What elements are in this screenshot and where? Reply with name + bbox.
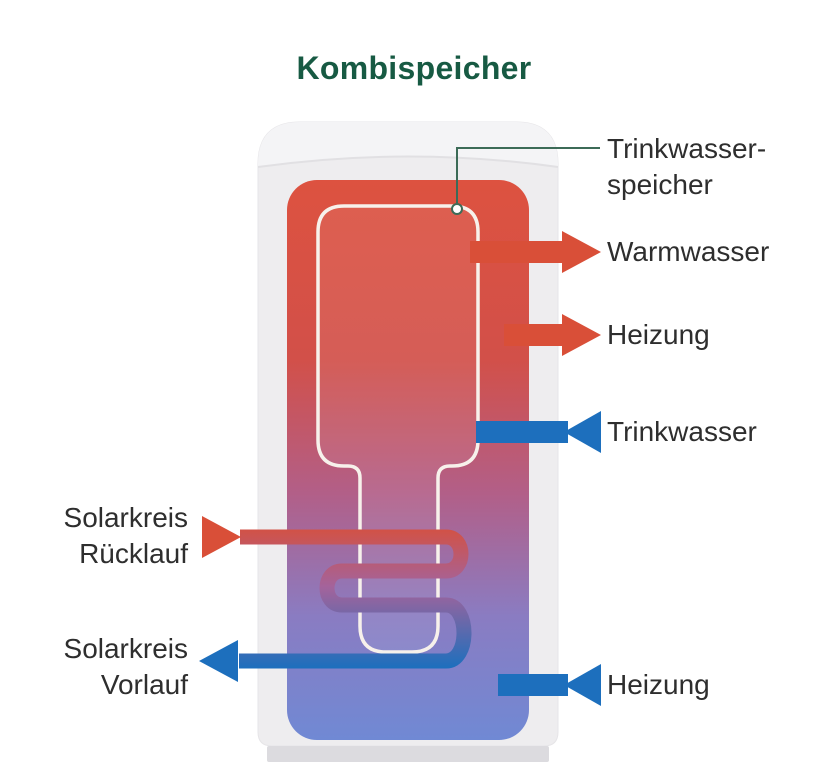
leader-line: [451, 147, 600, 215]
warmwasser-arrow: [470, 231, 601, 273]
label-warmwasser: Warmwasser: [607, 236, 770, 267]
label-solarkreis-ruecklauf: Solarkreis Rücklauf: [64, 500, 188, 572]
label-solarkreis-ruecklauf-line1: Solarkreis: [63, 502, 188, 533]
label-trinkwasser: Trinkwasser: [607, 416, 757, 447]
trinkwasser-arrow: [476, 411, 601, 453]
solar-coil-pipe: [239, 529, 472, 669]
tank-lid: [258, 122, 558, 167]
label-solarkreis-ruecklauf-line2: Rücklauf: [79, 538, 188, 569]
label-solarkreis-vorlauf-line2: Vorlauf: [100, 669, 188, 700]
label-heizung-supply: Heizung: [607, 319, 710, 350]
page-title: Kombispeicher: [296, 50, 532, 86]
heizung-supply-arrow: [504, 314, 601, 356]
label-heizung-return: Heizung: [607, 669, 710, 700]
label-trinkwasserspeicher-line1: Trinkwasser-: [607, 133, 767, 164]
solar-vorlauf-arrowhead: [199, 640, 238, 682]
label-solarkreis-vorlauf: Solarkreis Vorlauf: [64, 631, 188, 703]
label-trinkwasserspeicher-line2: speicher: [607, 169, 713, 200]
label-trinkwasserspeicher: Trinkwasser- speicher: [607, 131, 766, 203]
label-solarkreis-vorlauf-line1: Solarkreis: [63, 633, 188, 664]
tank-base: [267, 746, 549, 762]
heizung-return-arrow: [498, 664, 601, 706]
tank-lid-seam: [257, 155, 559, 168]
solar-ruecklauf-arrowhead: [202, 516, 241, 558]
leader-line-marker: [451, 203, 463, 215]
